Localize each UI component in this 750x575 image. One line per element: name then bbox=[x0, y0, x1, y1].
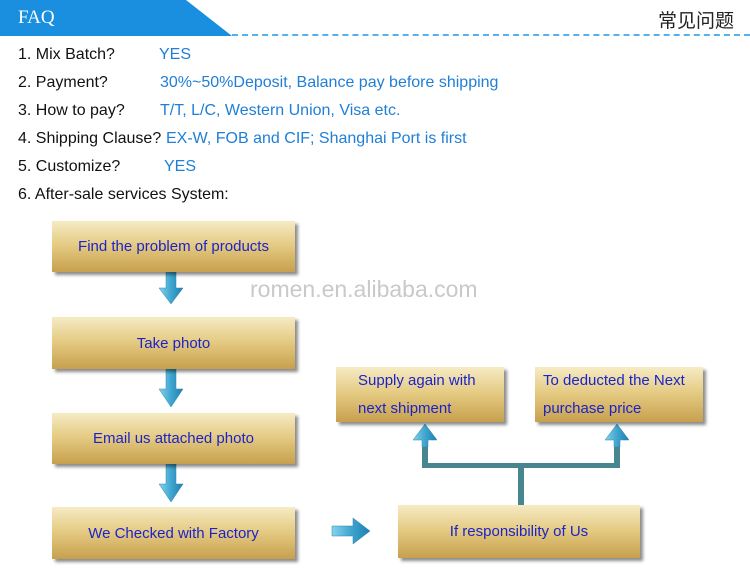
faq-header-tab bbox=[0, 0, 232, 36]
flow-step-label: Email us attached photo bbox=[93, 430, 254, 447]
faq-question: 4. Shipping Clause? bbox=[18, 130, 162, 147]
faq-question: 3. How to pay? bbox=[18, 102, 125, 119]
connector-stem bbox=[518, 467, 524, 505]
faq-item-after-sale: 6. After-sale services System: bbox=[18, 186, 229, 204]
flow-step-checked-with-factory: We Checked with Factory bbox=[52, 507, 295, 559]
option-line: next shipment bbox=[358, 399, 452, 417]
faq-question: 1. Mix Batch? bbox=[18, 46, 115, 63]
flow-step-if-responsibility: If responsibility of Us bbox=[398, 505, 640, 558]
faq-title-chinese: 常见问题 bbox=[657, 11, 734, 32]
faq-item-payment: 2. Payment? bbox=[18, 74, 108, 92]
flow-step-label: Find the problem of products bbox=[78, 238, 269, 255]
connector-left-stem bbox=[422, 440, 428, 466]
faq-item-shipping-clause: 4. Shipping Clause? bbox=[18, 130, 161, 148]
header-dashed-divider bbox=[232, 34, 750, 36]
connector-bar bbox=[422, 463, 620, 468]
flow-step-find-problem: Find the problem of products bbox=[52, 221, 295, 272]
faq-answer: T/T, L/C, Western Union, Visa etc. bbox=[160, 102, 401, 119]
up-arrow-icon bbox=[412, 423, 438, 448]
faq-title: FAQ bbox=[18, 7, 55, 28]
flow-step-label: We Checked with Factory bbox=[88, 524, 259, 542]
flow-option-supply-again: Supply again with next shipment bbox=[336, 367, 504, 422]
faq-answer: EX-W, FOB and CIF; Shanghai Port is firs… bbox=[166, 130, 467, 147]
faq-item-mix-batch: 1. Mix Batch? bbox=[18, 46, 115, 64]
faq-answer: YES bbox=[164, 158, 197, 175]
faq-item-customize: 5. Customize? bbox=[18, 158, 120, 176]
flow-step-email-photo: Email us attached photo bbox=[52, 413, 295, 464]
faq-question: 6. After-sale services System: bbox=[18, 186, 229, 203]
up-arrow-icon bbox=[604, 423, 630, 448]
flow-option-deduct-price: To deducted the Next purchase price bbox=[535, 367, 703, 422]
down-arrow-icon bbox=[158, 368, 184, 408]
connector-right-stem bbox=[614, 440, 620, 466]
down-arrow-icon bbox=[158, 271, 184, 305]
faq-question: 2. Payment? bbox=[18, 74, 108, 91]
option-line: Supply again with bbox=[358, 371, 476, 389]
faq-answer: 30%~50%Deposit, Balance pay before shipp… bbox=[160, 74, 499, 91]
option-line: purchase price bbox=[543, 399, 642, 417]
flow-step-take-photo: Take photo bbox=[52, 317, 295, 369]
right-arrow-icon bbox=[331, 517, 371, 545]
flow-step-label: If responsibility of Us bbox=[449, 523, 589, 540]
watermark-text: romen.en.alibaba.com bbox=[250, 276, 478, 302]
flow-step-label: Take photo bbox=[136, 334, 211, 352]
down-arrow-icon bbox=[158, 463, 184, 503]
faq-answer: YES bbox=[159, 46, 192, 63]
faq-question: 5. Customize? bbox=[18, 158, 121, 175]
option-line: To deducted the Next bbox=[543, 371, 685, 389]
faq-item-how-to-pay: 3. How to pay? bbox=[18, 102, 125, 120]
